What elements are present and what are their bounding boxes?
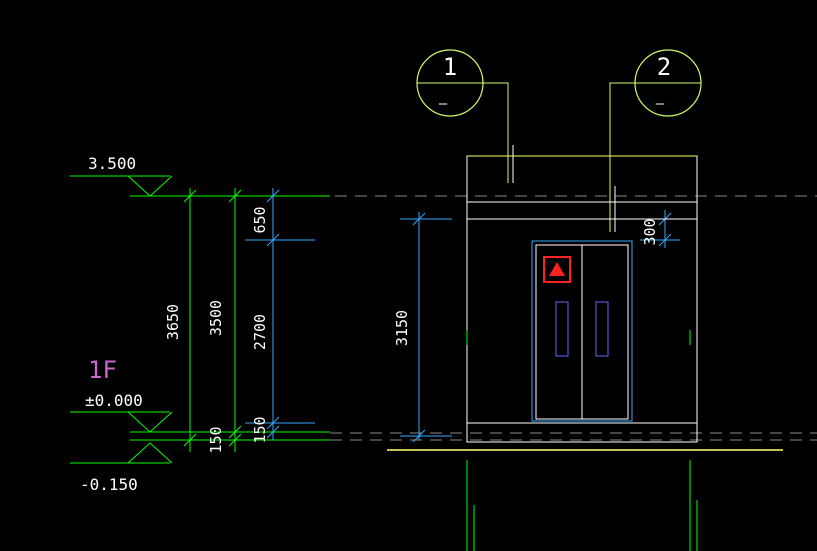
grid-axis-1-sub: – — [439, 96, 448, 112]
dim-lower-text: 150 — [251, 416, 269, 443]
level-bottom-label: -0.150 — [80, 475, 138, 494]
dim-base-text: 150 — [207, 426, 225, 453]
dim-upper-text: 650 — [251, 206, 269, 233]
dim-door-height-text: 3150 — [393, 310, 411, 346]
grid-axis-1: 1 – — [416, 49, 509, 183]
level-reference-lines — [330, 195, 817, 441]
level-floor-label: ±0.000 — [85, 391, 143, 410]
grid-axis-2-number: 2 — [657, 53, 671, 81]
floor-name-label: 1F — [88, 356, 117, 384]
dim-height-text: 3500 — [207, 300, 225, 336]
dim-total-text: 3650 — [164, 304, 182, 340]
shaft-walls-below — [466, 460, 698, 551]
level-mark-bottom — [70, 442, 173, 464]
grid-axis-2-sub: – — [656, 96, 665, 112]
level-mark-top — [70, 175, 330, 197]
level-top-label: 3.500 — [88, 154, 136, 173]
grid-axis-2: 2 – — [609, 49, 702, 232]
elevator-door — [531, 240, 633, 422]
dimension-lines-cyan — [245, 188, 690, 443]
call-button-up-icon — [543, 256, 571, 283]
dimension-lines-green — [183, 188, 242, 452]
level-mark-floor — [70, 411, 330, 441]
dim-middle-text: 2700 — [251, 314, 269, 350]
elevator-shaft — [466, 145, 698, 443]
dim-beam-text: 300 — [641, 218, 659, 245]
grid-axis-1-number: 1 — [443, 53, 457, 81]
